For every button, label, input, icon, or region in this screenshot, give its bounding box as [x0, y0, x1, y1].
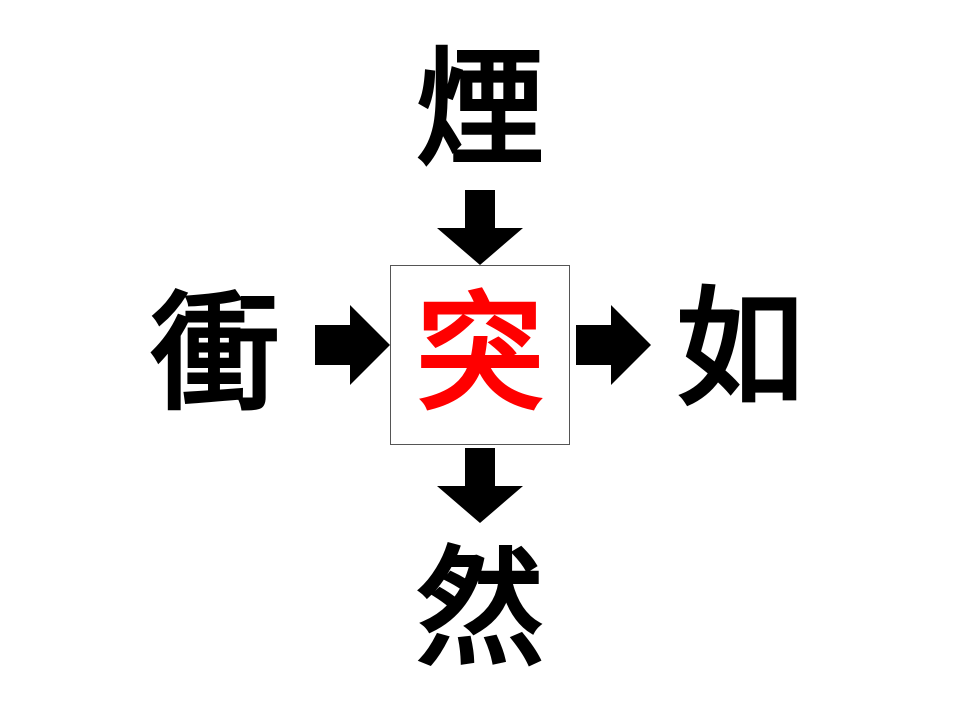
left-clue-kanji: 衝: [150, 280, 279, 429]
answer-kanji: 突: [415, 280, 544, 429]
arrow-center-down-icon: [437, 448, 523, 523]
bottom-clue-kanji: 然: [415, 535, 544, 684]
top-clue-kanji: 煙: [415, 35, 544, 184]
arrow-center-right-icon: [576, 305, 651, 385]
right-clue-kanji: 如: [675, 275, 804, 424]
arrow-left-right-icon: [315, 305, 390, 385]
answer-box: 突: [390, 265, 570, 445]
arrow-top-down-icon: [437, 190, 523, 265]
